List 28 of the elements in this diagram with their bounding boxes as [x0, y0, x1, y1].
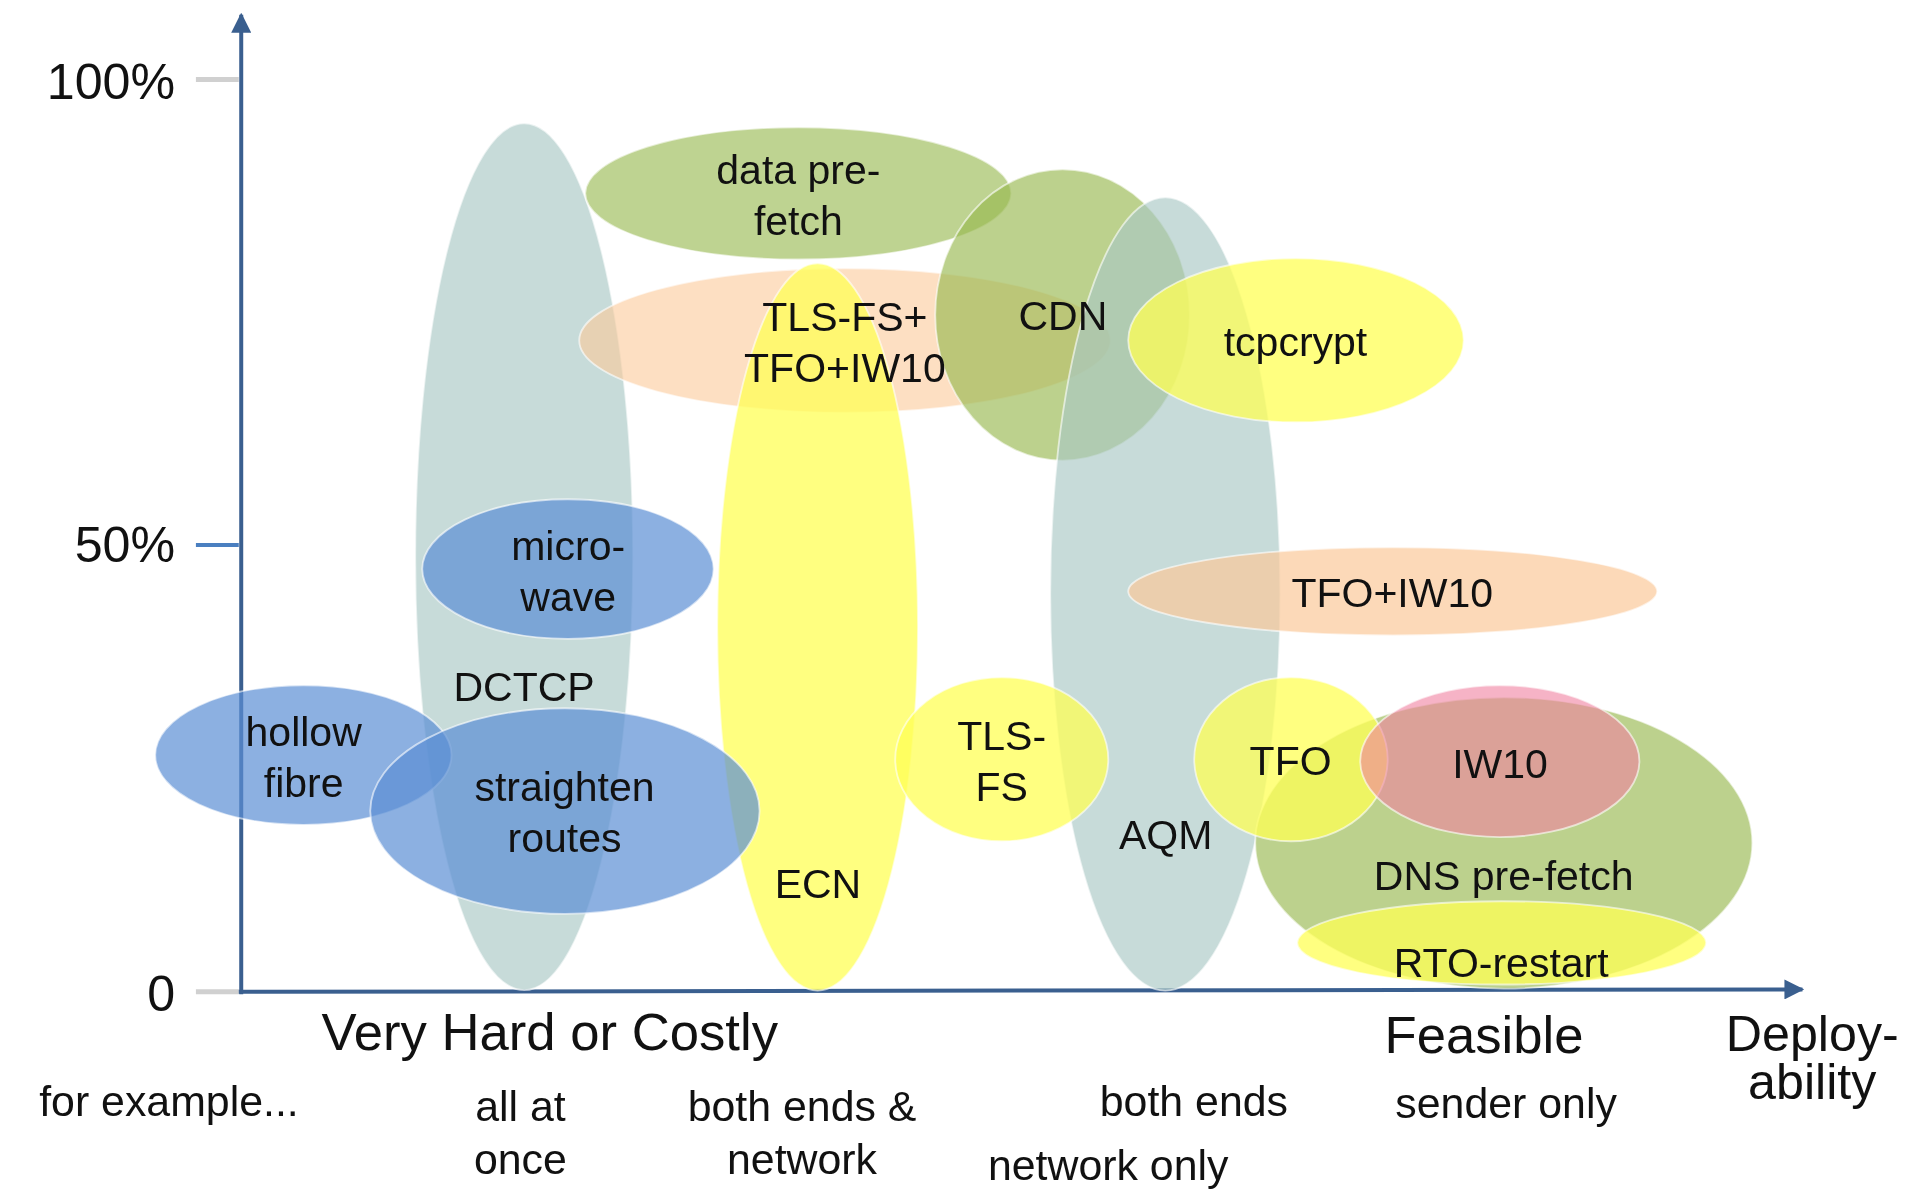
bubble-label: TLS- FS: [956, 711, 1048, 812]
bubble-label: AQM: [1118, 811, 1214, 861]
bubble-label: hollow fibre: [244, 707, 363, 808]
bubble-label: RTO-restart: [1392, 939, 1610, 989]
bubble-label: tcpcrypt: [1222, 318, 1369, 368]
bubble-label: straighten routes: [473, 762, 656, 864]
axis-tick-label: 100%: [45, 52, 176, 112]
axis-category-label: Feasible: [1383, 1003, 1585, 1066]
bubble-label: IW10: [1451, 740, 1549, 790]
bubble-label: DNS pre-fetch: [1372, 852, 1635, 902]
bubble-label: TFO+IW10: [1290, 569, 1494, 619]
bubble-label: micro- wave: [510, 521, 627, 622]
axis-category-label: Very Hard or Costly: [320, 1001, 779, 1064]
category-note: both ends: [1098, 1076, 1289, 1128]
bubble-label: ECN: [773, 860, 863, 910]
category-note: sender only: [1394, 1078, 1618, 1130]
bubble-label: TLS-FS+ TFO+IW10: [743, 292, 947, 393]
bubble-label: CDN: [1017, 292, 1109, 342]
category-note: all at once: [472, 1081, 568, 1186]
category-note: both ends & network: [686, 1081, 918, 1186]
axis-title: Deploy- ability: [1724, 1011, 1900, 1107]
category-note: for example...: [38, 1076, 300, 1128]
axis-tick-label: 0: [146, 964, 176, 1024]
axis-tick-label: 50%: [73, 515, 176, 575]
bubble-label: data pre-fetch: [715, 145, 882, 246]
bubble-label: TFO: [1248, 737, 1333, 786]
category-note: network only: [986, 1139, 1230, 1191]
bubble-label: DCTCP: [452, 663, 596, 713]
